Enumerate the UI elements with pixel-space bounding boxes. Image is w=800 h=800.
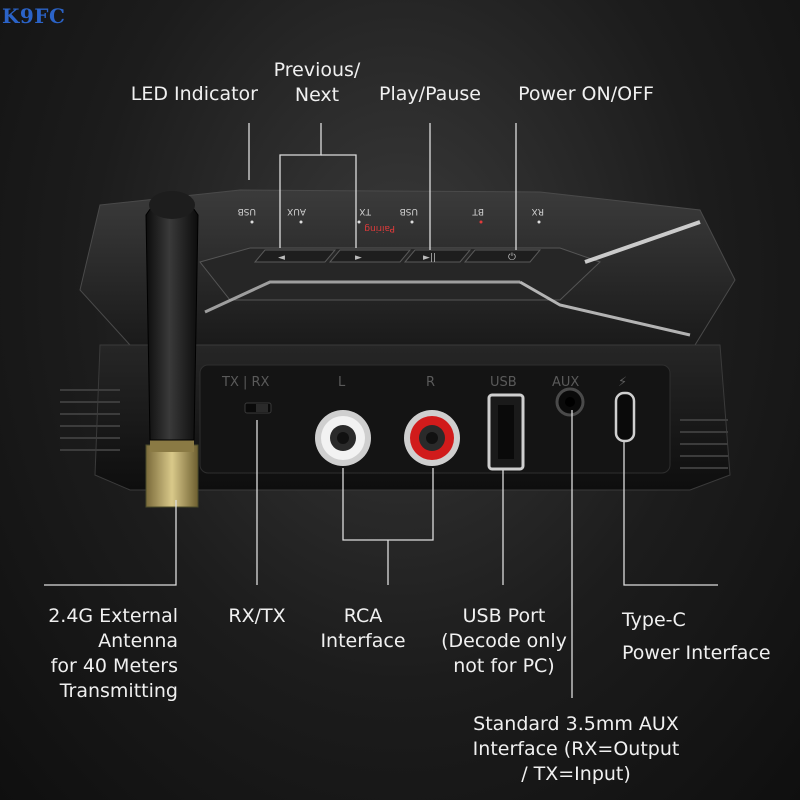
- antenna: [145, 191, 199, 508]
- mark-usb: USB: [238, 206, 256, 216]
- device-highlight-right: [519, 280, 691, 337]
- label-rxtx: RX/TX: [228, 605, 286, 627]
- mark-power: ⚡: [618, 375, 627, 390]
- vents-left: [60, 389, 120, 451]
- next-button: [328, 249, 412, 263]
- label-led-indicator: LED Indicator: [130, 83, 258, 105]
- mark-left: L: [338, 375, 346, 390]
- mark-aux-port: AUX: [552, 375, 579, 390]
- port-markings: TX | RX L R USB AUX ⚡: [221, 375, 627, 390]
- mark-pairing: Pairing: [364, 223, 395, 233]
- svg-text:►||: ►||: [423, 253, 436, 263]
- vents-right: [680, 419, 728, 469]
- rca-left-jack: [315, 410, 371, 466]
- svg-text:◄: ◄: [278, 253, 285, 263]
- label-aux: Standard 3.5mm AUX Interface (RX=Output …: [472, 713, 680, 785]
- antenna-rod: [145, 194, 199, 441]
- mark-rx: RX: [532, 206, 544, 216]
- mark-switch: TX | RX: [221, 375, 270, 390]
- prev-button: [253, 249, 337, 263]
- antenna-connector: [145, 444, 199, 508]
- rca-right-jack: [404, 410, 460, 466]
- button-row: ◄ ► ►|| ⏻: [253, 249, 542, 263]
- svg-text:►: ►: [355, 253, 362, 263]
- label-previous-next: Previous/ Next: [273, 59, 361, 106]
- label-usb-port: USB Port (Decode only not for PC): [441, 605, 567, 677]
- play-pause-button: [403, 249, 472, 263]
- leader-lines-bottom: [44, 410, 718, 698]
- label-play-pause: Play/Pause: [379, 83, 481, 105]
- label-power: Power ON/OFF: [518, 83, 654, 105]
- mark-bt: BT: [472, 206, 484, 216]
- device-highlight-upper-right: [584, 220, 701, 264]
- mark-usb-port: USB: [490, 375, 517, 390]
- label-typec: Type-C Power Interface: [622, 609, 771, 664]
- watermark: K9FC: [2, 4, 66, 28]
- leader-lines-top: [248, 123, 517, 250]
- mark-right: R: [426, 375, 435, 390]
- mark-tx: TX: [359, 206, 372, 216]
- mark-aux: AUX: [287, 206, 306, 216]
- typec-port: [614, 391, 636, 443]
- device-highlight-left: [204, 280, 520, 314]
- power-button: [463, 249, 542, 263]
- label-rca: RCA Interface: [320, 605, 406, 652]
- label-antenna: 2.4G External Antenna for 40 Meters Tran…: [48, 605, 178, 702]
- top-markings: USB AUX TX USB BT RX Pairing: [238, 206, 544, 233]
- mark-usb2: USB: [400, 206, 418, 216]
- svg-text:⏻: ⏻: [508, 252, 516, 263]
